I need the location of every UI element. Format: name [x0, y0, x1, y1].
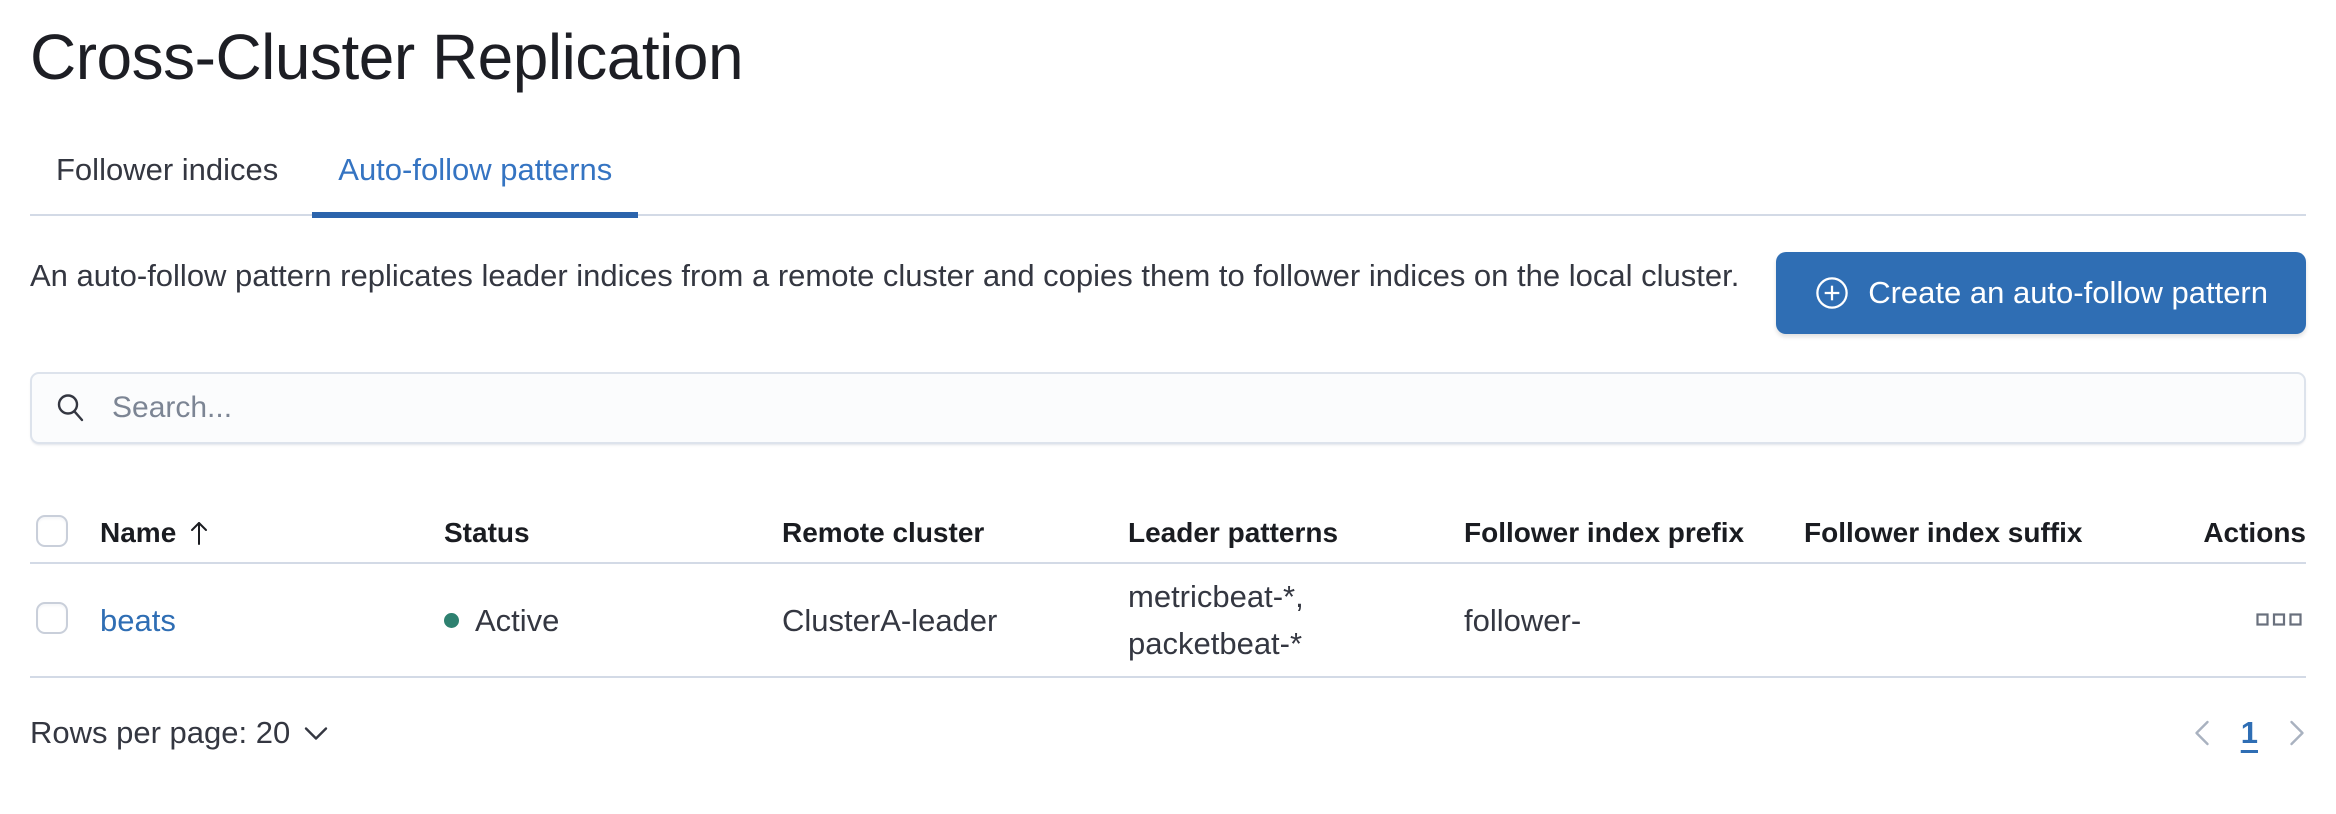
chevron-left-icon	[2193, 718, 2211, 748]
search-box[interactable]	[30, 372, 2306, 444]
table-header-row: Name Status Remote cluster Leader patter…	[30, 504, 2306, 564]
column-header-leader-patterns: Leader patterns	[1128, 517, 1339, 548]
page-title: Cross-Cluster Replication	[30, 21, 744, 93]
status-label: Active	[475, 602, 560, 638]
description-row: An auto-follow pattern replicates leader…	[30, 252, 2306, 334]
next-page-button[interactable]	[2288, 718, 2306, 748]
row-actions-button[interactable]	[2252, 609, 2306, 631]
sort-ascending-icon	[186, 518, 212, 548]
pattern-name-link[interactable]: beats	[100, 602, 176, 638]
auto-follow-patterns-table: Name Status Remote cluster Leader patter…	[30, 504, 2306, 678]
follower-index-prefix-cell: follower-	[1464, 602, 1582, 638]
plus-in-circle-icon	[1814, 275, 1850, 311]
remote-cluster-cell: ClusterA-leader	[782, 602, 998, 638]
page-number-1[interactable]: 1	[2240, 715, 2258, 750]
tab-auto-follow-patterns[interactable]: Auto-follow patterns	[312, 148, 639, 218]
rows-per-page-selector[interactable]: Rows per page: 20	[30, 715, 328, 751]
boxes-horizontal-icon	[2256, 613, 2302, 627]
page-description: An auto-follow pattern replicates leader…	[30, 258, 1740, 293]
search-icon	[54, 391, 88, 425]
pagination-bar: Rows per page: 20 1	[30, 702, 2306, 764]
table-row: beats Active ClusterA-leader metricbeat-…	[30, 564, 2306, 678]
previous-page-button[interactable]	[2193, 718, 2211, 748]
cross-cluster-replication-page: Cross-Cluster Replication Follower indic…	[0, 14, 2336, 764]
search-input[interactable]	[110, 390, 2282, 426]
status-cell: Active	[444, 597, 782, 644]
tab-follower-indices[interactable]: Follower indices	[56, 152, 279, 187]
column-header-follower-index-prefix: Follower index prefix	[1464, 517, 1745, 548]
pager: 1	[2193, 715, 2306, 751]
column-header-actions: Actions	[2203, 517, 2306, 548]
status-active-dot	[444, 612, 459, 628]
create-auto-follow-pattern-button[interactable]: Create an auto-follow pattern	[1776, 252, 2306, 334]
chevron-down-icon	[304, 726, 328, 741]
column-header-follower-index-suffix: Follower index suffix	[1804, 517, 2083, 548]
select-all-checkbox[interactable]	[36, 514, 68, 547]
leader-patterns-cell: metricbeat-*, packetbeat-*	[1128, 579, 1304, 661]
column-header-name[interactable]: Name	[100, 517, 444, 549]
tab-bar: Follower indices Auto-follow patterns	[30, 148, 2306, 218]
row-checkbox[interactable]	[36, 601, 68, 634]
column-header-remote-cluster: Remote cluster	[782, 517, 985, 548]
column-header-status: Status	[444, 517, 530, 548]
chevron-right-icon	[2288, 718, 2306, 748]
create-button-label: Create an auto-follow pattern	[1868, 275, 2268, 310]
